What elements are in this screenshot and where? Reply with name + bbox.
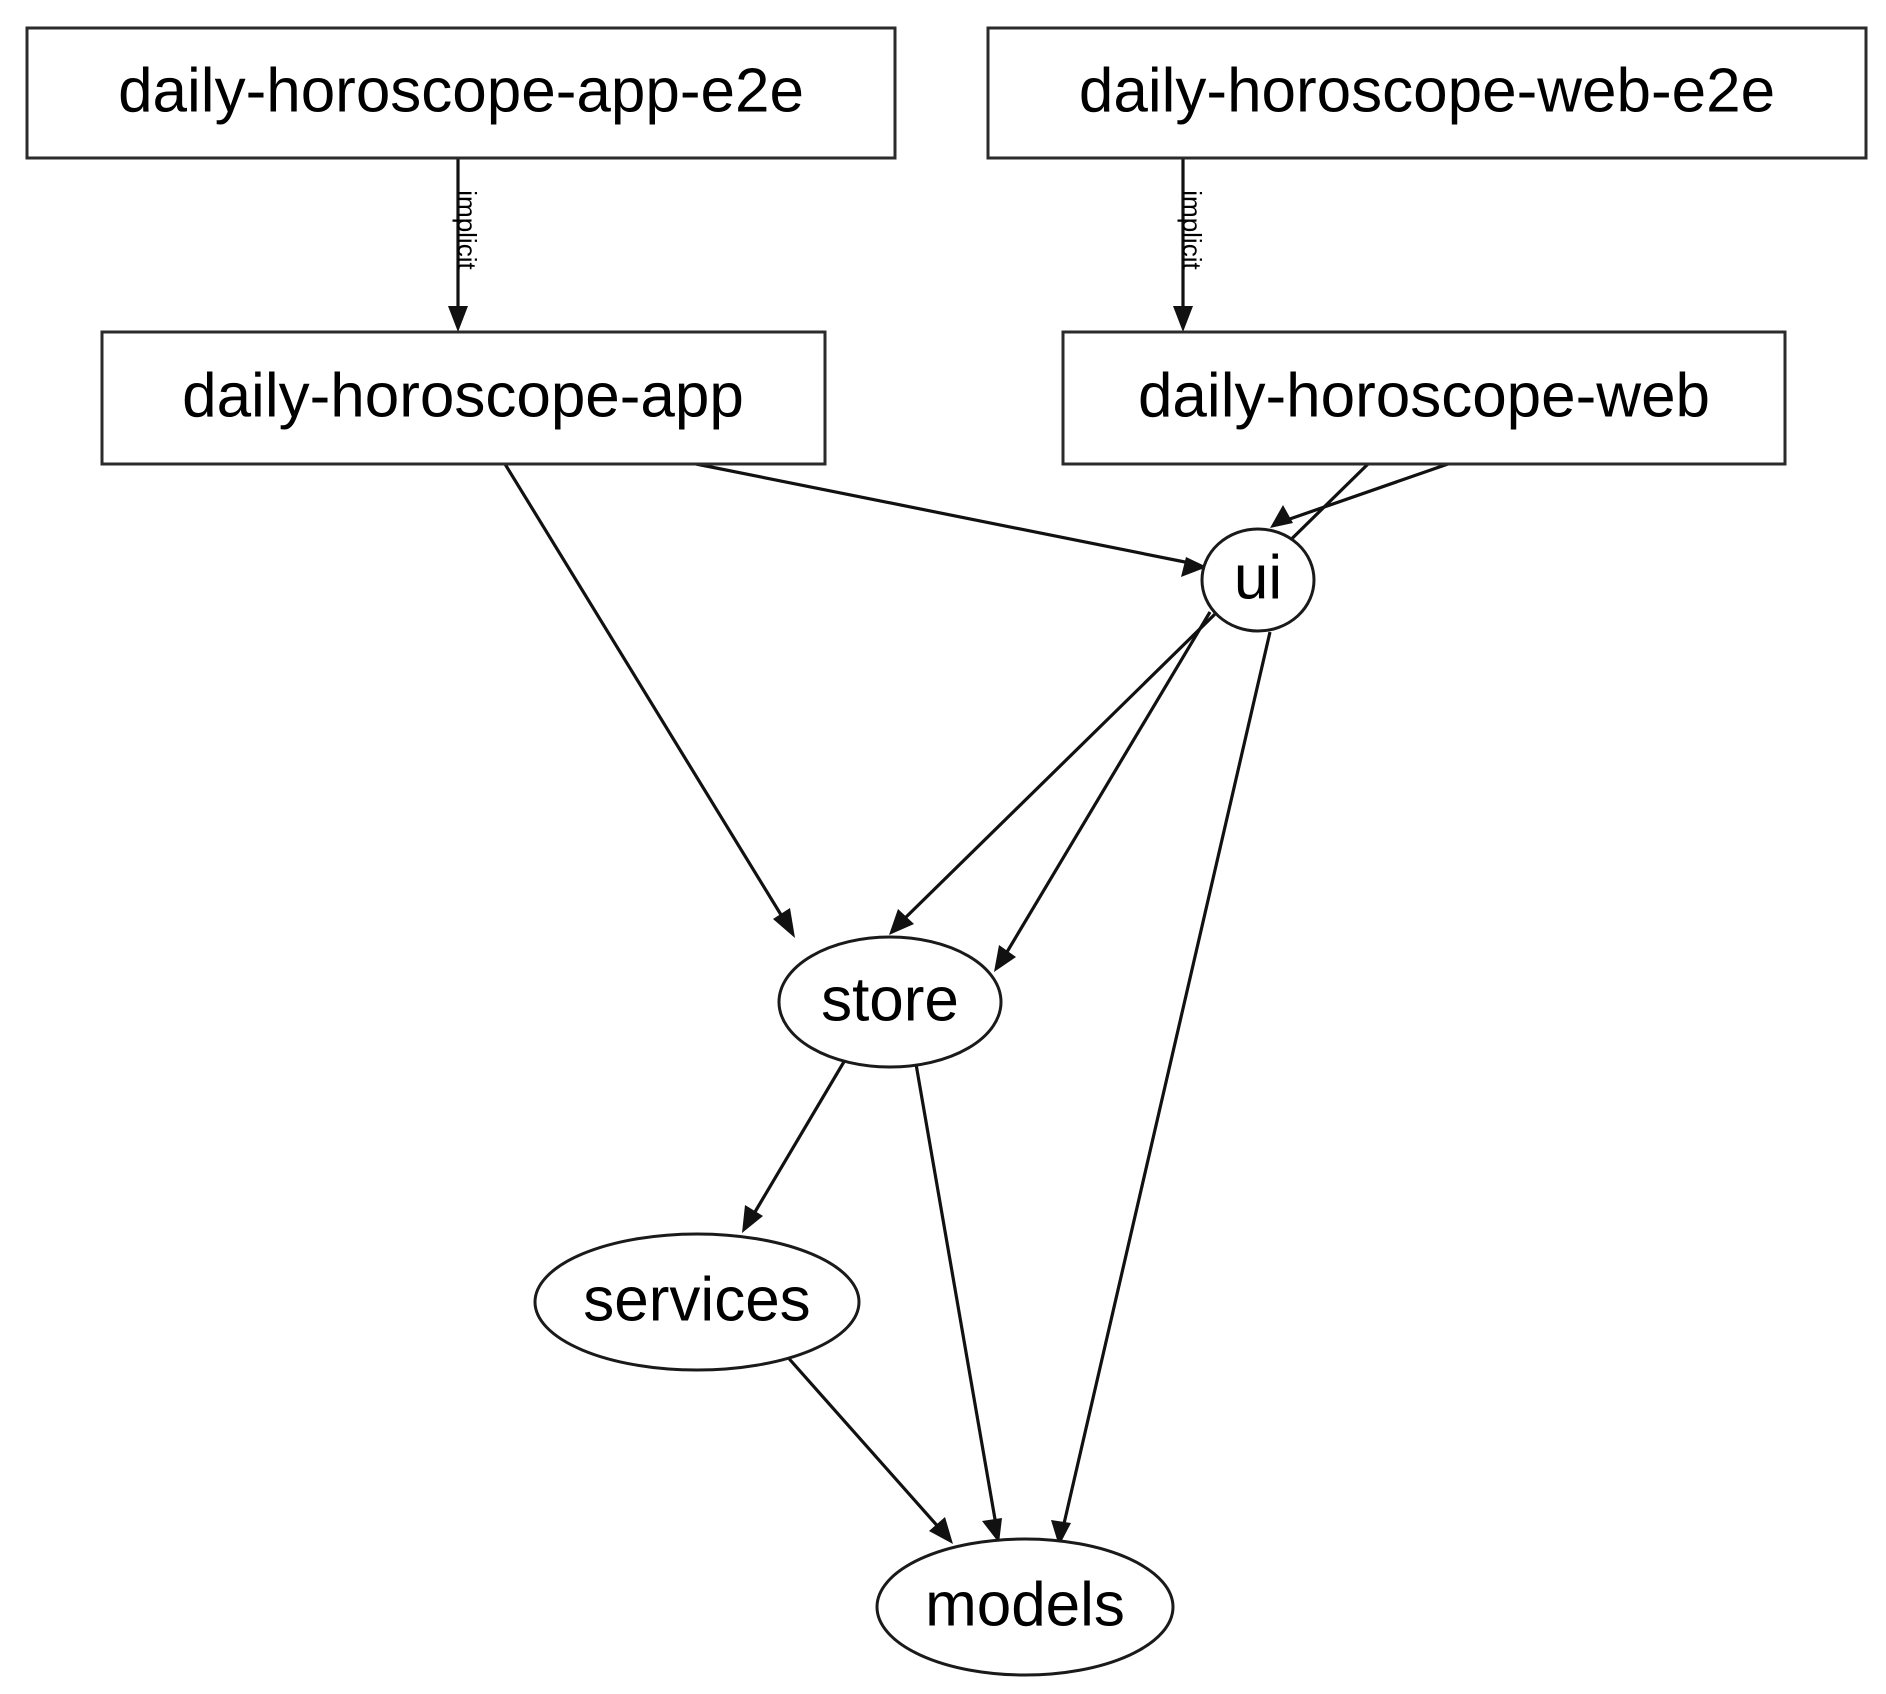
edge-arrowhead-icon xyxy=(1270,505,1293,528)
node-rect-outline xyxy=(25,26,897,160)
edge-arrowhead-icon xyxy=(1173,306,1193,332)
edge-line xyxy=(695,462,1191,565)
node-label: daily-horoscope-web-e2e xyxy=(1079,56,1775,125)
node-ellipse-outline xyxy=(875,1537,1175,1677)
edge-line xyxy=(1061,631,1272,1529)
edge-label: implicit xyxy=(1177,190,1207,270)
node-ellipse-outline xyxy=(533,1232,861,1372)
node-label: daily-horoscope-app xyxy=(182,361,744,430)
edge-line xyxy=(782,1351,943,1532)
graph-edge[interactable] xyxy=(914,1063,1002,1543)
edge-arrowhead-icon xyxy=(1051,1520,1071,1546)
edge-line xyxy=(1283,462,1449,523)
graph-node-daily-horoscope-app[interactable]: daily-horoscope-app xyxy=(100,330,827,466)
edge-layer: implicit implicit xyxy=(448,158,1449,1546)
edge-arrowhead-icon xyxy=(929,1517,953,1544)
graph-edge[interactable] xyxy=(1270,462,1449,528)
graph-edge[interactable]: implicit xyxy=(1173,158,1207,332)
graph-node-daily-horoscope-web-e2e[interactable]: daily-horoscope-web-e2e xyxy=(986,26,1868,160)
graph-edge[interactable] xyxy=(503,463,795,938)
node-label: daily-horoscope-web xyxy=(1138,361,1710,430)
graph-node-store[interactable]: store xyxy=(777,935,1003,1069)
node-ellipse-outline xyxy=(1200,527,1316,633)
node-ellipse-outline xyxy=(777,935,1003,1069)
node-label: store xyxy=(821,965,959,1034)
edge-arrowhead-icon xyxy=(773,908,795,938)
edge-label: implicit xyxy=(452,190,482,270)
graph-edge[interactable] xyxy=(1051,631,1272,1546)
edge-line xyxy=(750,1059,847,1218)
graph-edge[interactable] xyxy=(994,611,1212,972)
edge-arrowhead-icon xyxy=(448,306,468,332)
graph-edge[interactable] xyxy=(742,1059,847,1233)
node-label: models xyxy=(925,1570,1125,1639)
graph-node-daily-horoscope-web[interactable]: daily-horoscope-web xyxy=(1061,330,1787,466)
node-label: services xyxy=(583,1265,810,1334)
graph-node-daily-horoscope-app-e2e[interactable]: daily-horoscope-app-e2e xyxy=(25,26,897,160)
edge-line xyxy=(914,1063,998,1526)
node-rect-outline xyxy=(100,330,827,466)
node-rect-outline xyxy=(986,26,1868,160)
graph-edge[interactable] xyxy=(889,462,1370,935)
edge-arrowhead-icon xyxy=(889,909,914,935)
node-label: ui xyxy=(1234,543,1282,612)
node-layer: daily-horoscope-app-e2e daily-horoscope-w… xyxy=(25,26,1868,1677)
edge-line xyxy=(1002,611,1212,958)
node-rect-outline xyxy=(1061,330,1787,466)
edge-line xyxy=(898,462,1370,925)
graph-edge[interactable] xyxy=(782,1351,953,1544)
edge-line xyxy=(503,463,788,924)
edge-arrowhead-icon xyxy=(742,1205,763,1233)
graph-node-services[interactable]: services xyxy=(533,1232,861,1372)
graph-edge[interactable]: implicit xyxy=(448,158,482,332)
node-label: daily-horoscope-app-e2e xyxy=(118,56,804,125)
edge-arrowhead-icon xyxy=(1181,557,1207,577)
edge-arrowhead-icon xyxy=(994,945,1016,972)
graph-node-ui[interactable]: ui xyxy=(1200,527,1316,633)
graph-edge[interactable] xyxy=(695,462,1207,577)
edge-arrowhead-icon xyxy=(982,1518,1002,1543)
graph-node-models[interactable]: models xyxy=(875,1537,1175,1677)
